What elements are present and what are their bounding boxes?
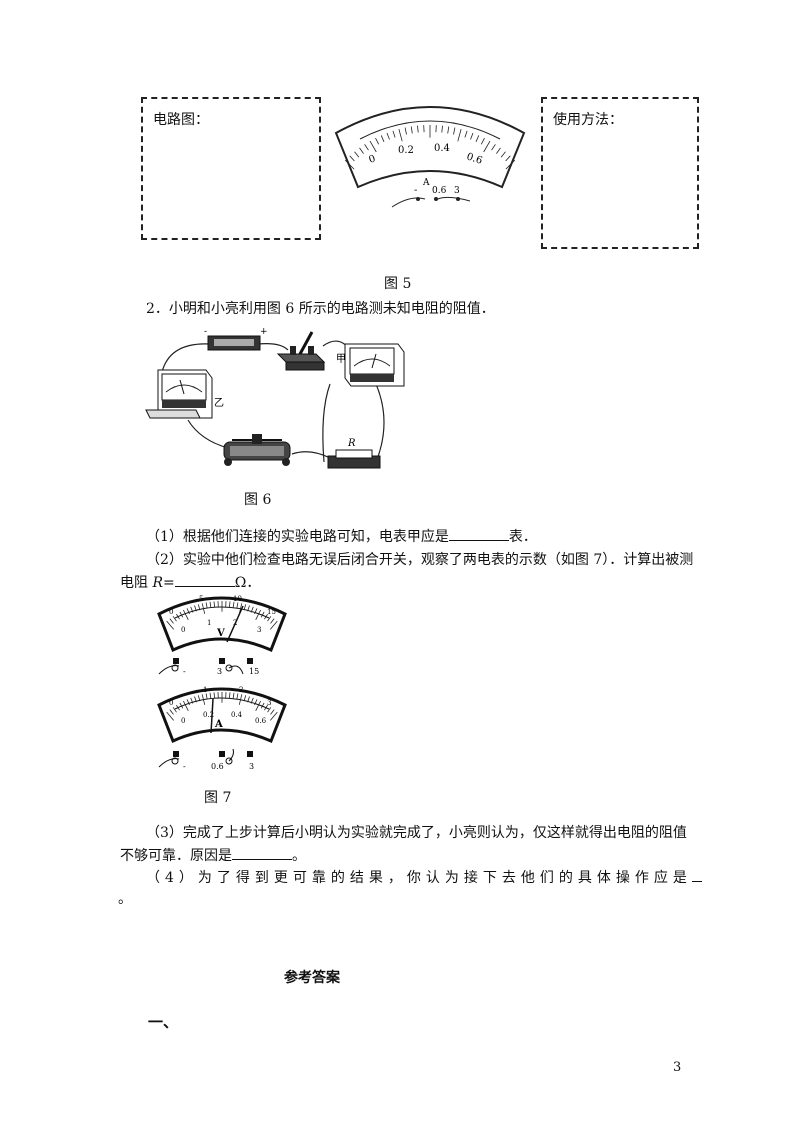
svg-text:-: - [204,327,207,337]
resistor-label: R [347,438,356,449]
usage-method-box: 使用方法： [541,97,699,249]
answer-blank-3[interactable] [232,845,292,860]
ammeter-figure5: 0 0.2 0.4 0.6 A - 0.6 3 [334,106,526,208]
answers-section-1: 一、 [148,1013,179,1031]
svg-text:3: 3 [249,762,254,771]
svg-text:1: 1 [207,619,211,627]
voltmeter-unit: V [216,628,225,639]
terminal-3: 3 [454,186,460,196]
meter-yi-label: 乙 [214,397,224,409]
ammeter7-unit: A [214,719,223,730]
svg-text:3: 3 [257,626,261,634]
svg-text:0.4: 0.4 [231,711,243,719]
answers-title: 参考答案 [284,970,340,986]
ammeter-scale-0: 0 [368,153,377,165]
svg-text:15: 15 [267,608,276,616]
svg-text:1: 1 [203,686,207,694]
ammeter-scale-0.6: 0.6 [465,151,484,166]
figure5-caption: 图 5 [384,276,412,292]
sub-question-4-line1: （4）为了得到更可靠的结果，你认为接下去他们的具体操作应是 [146,867,702,888]
ammeter-figure7: 0 1 2 3 0 0.2 0.4 0.6 A - 0.6 3 [157,686,287,771]
circuit-diagram-box: 电路图： [141,97,321,240]
svg-text:10: 10 [233,595,242,603]
page-number: 3 [673,1060,682,1075]
circuit-diagram-label: 电路图： [153,112,209,128]
figure7-caption: 图 7 [204,790,232,806]
sub-question-3-line1: （3）完成了上步计算后小明认为实验就完成了，小亮则认为，仅这样就得出电阻的阻值 [146,825,687,841]
svg-text:0: 0 [169,699,173,707]
ammeter-scale-0.4: 0.4 [434,143,450,154]
circuit-figure6: - + 甲 乙 R [145,327,405,469]
ammeter-unit: A [422,178,430,188]
svg-text:-: - [183,762,186,771]
sub-question-2-line2: 电阻 R=Ω． [120,572,260,593]
terminal-minus: - [414,185,417,196]
svg-text:-: - [183,667,186,676]
svg-text:15: 15 [249,667,259,676]
svg-text:3: 3 [217,667,222,676]
svg-text:5: 5 [199,595,203,603]
ammeter-scale-0.2: 0.2 [398,145,414,156]
svg-text:2: 2 [239,686,243,694]
question2-stem: 2．小明和小亮利用图 6 所示的电路测未知电阻的阻值． [146,301,495,317]
answer-blank-2[interactable] [174,572,235,587]
usage-method-label: 使用方法： [553,112,623,128]
meter-jia-label: 甲 [336,354,346,365]
sub-question-2-line1: （2）实验中他们检查电路无误后闭合开关，观察了两电表的示数（如图 7）．计算出被… [146,552,694,568]
figure6-caption: 图 6 [244,492,272,508]
svg-text:0.2: 0.2 [203,711,214,719]
sub-question-4-line2: 。 [118,891,132,907]
svg-text:0.6: 0.6 [255,717,267,725]
sub-question-3-line2: 不够可靠．原因是。 [120,845,306,866]
terminal-0.6: 0.6 [432,186,447,196]
svg-text:3: 3 [267,699,271,707]
voltmeter-figure7: 0 5 10 15 0 1 2 3 V - 3 15 [157,595,287,676]
svg-text:0: 0 [181,717,185,725]
svg-text:0: 0 [181,626,185,634]
answer-blank-1[interactable] [448,526,509,541]
svg-text:+: + [260,327,268,337]
sub-question-1: （1）根据他们连接的实验电路可知，电表甲应是表． [146,526,537,547]
svg-text:0: 0 [169,608,173,616]
answer-blank-4[interactable] [691,867,702,882]
svg-text:0.6: 0.6 [211,762,224,771]
